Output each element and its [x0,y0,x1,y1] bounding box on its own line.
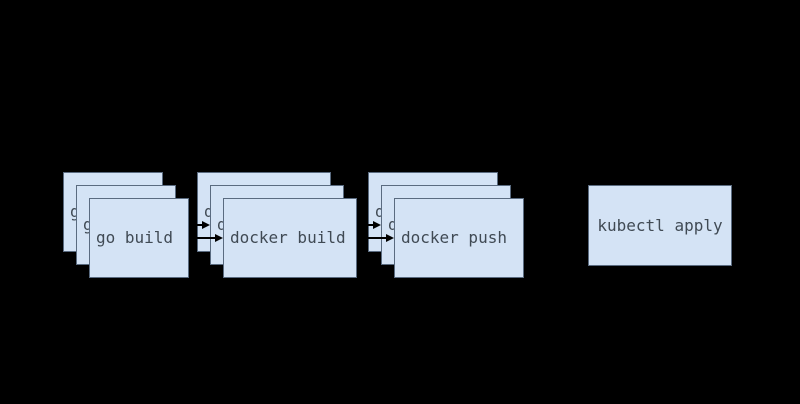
stage-label-go-build: go build [96,228,174,247]
arrow-shaft [189,237,216,239]
arrow-shaft [357,237,387,239]
arrow-docker-push-to-kubectl-apply [524,227,588,235]
stage-box-go-build-front: go build [89,198,189,278]
arrow-shaft [344,224,374,226]
stage-box-docker-build-front: docker build [223,198,357,278]
arrowhead-icon [215,234,223,242]
arrow-docker-build-to-docker-push-middle [344,221,381,229]
arrow-go-build-to-docker-build-front [189,234,223,242]
arrowhead-icon [202,221,210,229]
stage-box-docker-push-front: docker push [394,198,524,278]
arrow-shaft [524,230,581,232]
stage-label-docker-push: docker push [401,228,507,247]
arrowhead-icon [580,227,588,235]
arrowhead-icon [189,208,197,216]
arrowhead-icon [373,221,381,229]
stage-box-kubectl-apply: kubectl apply [588,185,732,266]
arrow-go-build-to-docker-build-middle [176,221,210,229]
stage-label-kubectl-apply: kubectl apply [597,215,723,235]
arrow-shaft [176,224,203,226]
arrowhead-icon [386,234,394,242]
arrowhead-icon [360,208,368,216]
stage-label-docker-build: docker build [230,228,346,247]
arrow-docker-build-to-docker-push-front [357,234,394,242]
